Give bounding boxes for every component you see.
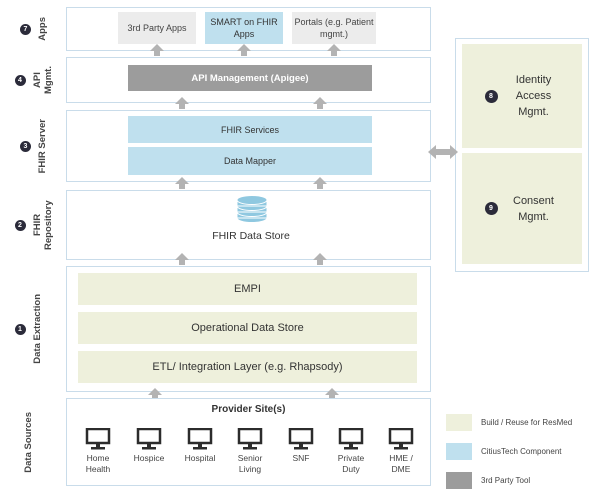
monitor-icon	[85, 428, 111, 450]
monitor-icon	[136, 428, 162, 450]
arrow-up-icon	[175, 97, 189, 109]
third-party-apps-box: 3rd Party Apps	[118, 12, 196, 44]
legend-label-build: Build / Reuse for ResMed	[481, 418, 573, 427]
monitor-icon	[237, 428, 263, 450]
api-management-bar: API Management (Apigee)	[128, 65, 372, 91]
legend-label-third-party: 3rd Party Tool	[481, 476, 531, 485]
monitor-icon	[187, 428, 213, 450]
arrow-up-icon	[325, 388, 339, 400]
source-home-health: Home Health	[76, 428, 120, 475]
row-label-repo: 2 FHIR Repository	[8, 190, 60, 260]
step-badge-1: 1	[14, 323, 26, 335]
portals-box: Portals (e.g. Patient mgmt.)	[292, 12, 376, 44]
empi-box: EMPI	[78, 273, 417, 305]
operational-data-store-box: Operational Data Store	[78, 312, 417, 344]
arrow-up-icon	[313, 253, 327, 265]
step-badge-2: 2	[14, 219, 26, 231]
arrow-up-icon	[313, 97, 327, 109]
database-icon	[236, 195, 268, 223]
consent-mgmt-box: 9 Consent Mgmt.	[462, 153, 582, 264]
arrow-up-icon	[175, 177, 189, 189]
row-label-server-text: FHIR Server	[37, 118, 48, 174]
arrow-up-icon	[148, 388, 162, 400]
step-badge-8: 8	[484, 89, 498, 103]
monitor-icon	[338, 428, 364, 450]
smart-on-fhir-apps-box: SMART on FHIR Apps	[205, 12, 283, 44]
source-label: HME / DME	[389, 453, 413, 474]
source-label: Hospital	[184, 453, 216, 463]
legend-label-citiustech: CitiusTech Component	[481, 447, 562, 456]
source-hospice: Hospice	[127, 428, 171, 464]
row-label-api: 4 API Mgmt.	[8, 57, 60, 103]
source-label: Hospice	[133, 453, 165, 463]
step-badge-4: 4	[14, 74, 26, 86]
row-label-extraction-text: Data Extraction	[31, 294, 43, 364]
source-label: Private Duty	[337, 453, 365, 474]
monitor-icon	[388, 428, 414, 450]
step-badge-7: 7	[20, 23, 31, 35]
source-private-duty: Private Duty	[329, 428, 373, 475]
row-label-server: 3 FHIR Server	[8, 110, 60, 182]
legend-swatch-build	[446, 414, 472, 431]
etl-integration-layer-box: ETL/ Integration Layer (e.g. Rhapsody)	[78, 351, 417, 383]
arrow-up-icon	[175, 253, 189, 265]
source-label: SNF	[292, 453, 310, 463]
fhir-services-box: FHIR Services	[128, 116, 372, 143]
fhir-data-store-label: FHIR Data Store	[212, 230, 290, 242]
row-label-apps-text: Apps	[37, 17, 48, 41]
provider-sites-title: Provider Site(s)	[211, 404, 286, 415]
arrow-up-icon	[237, 44, 251, 56]
arrow-up-icon	[150, 44, 164, 56]
monitor-icon	[288, 428, 314, 450]
source-hospital: Hospital	[178, 428, 222, 464]
legend-swatch-third-party	[446, 472, 472, 489]
row-label-sources-text: Data Sources	[23, 411, 34, 473]
double-arrow-icon	[428, 145, 458, 159]
source-hme-dme: HME / DME	[379, 428, 423, 475]
identity-access-label: Identity Access Mgmt.	[515, 74, 552, 118]
legend-swatch-citiustech	[446, 443, 472, 460]
row-label-sources: Data Sources	[8, 398, 60, 486]
step-badge-3: 3	[20, 140, 31, 152]
data-mapper-box: Data Mapper	[128, 147, 372, 175]
arrow-up-icon	[327, 44, 341, 56]
row-label-repo-text: FHIR Repository	[31, 200, 54, 250]
identity-access-box: 8 Identity Access Mgmt.	[462, 44, 582, 148]
row-label-extraction: 1 Data Extraction	[8, 266, 60, 392]
source-snf: SNF	[279, 428, 323, 464]
source-label: Home Health	[85, 453, 111, 474]
step-badge-9: 9	[484, 202, 498, 215]
row-label-apps: 7 Apps	[8, 8, 60, 50]
consent-mgmt-label: Consent Mgmt.	[513, 194, 554, 223]
row-label-api-text: API Mgmt.	[31, 66, 54, 94]
arrow-up-icon	[313, 177, 327, 189]
source-senior-living: Senior Living	[228, 428, 272, 475]
source-label: Senior Living	[237, 453, 263, 474]
